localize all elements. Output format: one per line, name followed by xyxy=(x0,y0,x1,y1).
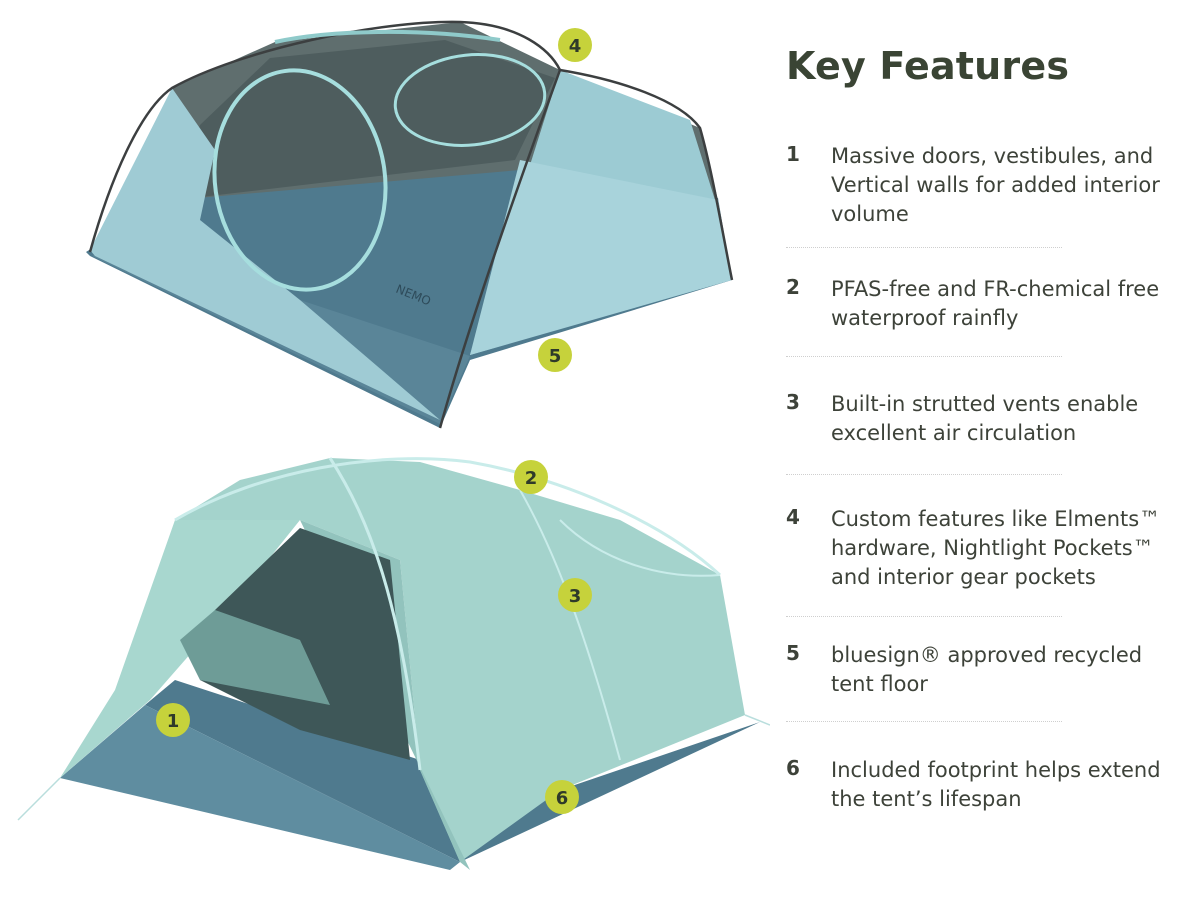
key-features-title: Key Features xyxy=(786,44,1070,88)
tent-rainfly-image xyxy=(17,457,770,870)
feature-divider xyxy=(786,474,1062,475)
feature-number: 2 xyxy=(786,275,800,299)
feature-marker-3: 3 xyxy=(558,578,592,612)
feature-text: bluesign® approved recycled tent floor xyxy=(831,643,1143,696)
feature-number: 6 xyxy=(786,756,800,780)
feature-marker-6: 6 xyxy=(545,780,579,814)
key-features-panel: Key Features 1 Massive doors, vestibules… xyxy=(786,44,1176,811)
tent-body-image: NEMO xyxy=(86,20,734,429)
svg-text:2: 2 xyxy=(525,468,538,489)
feature-divider xyxy=(786,247,1062,248)
feature-marker-4: 4 xyxy=(558,28,592,62)
tent-illustration: NEMO 4 5 2 3 1 xyxy=(17,20,770,870)
feature-text: Included footprint helps extend the tent… xyxy=(831,758,1161,811)
feature-text: Massive doors, vestibules, and Vertical … xyxy=(831,144,1160,226)
feature-divider xyxy=(786,721,1062,722)
svg-text:3: 3 xyxy=(569,586,582,607)
feature-marker-5: 5 xyxy=(538,338,572,372)
feature-divider xyxy=(786,356,1062,357)
feature-number: 5 xyxy=(786,641,800,665)
feature-text: Custom features like Elments™ hardware, … xyxy=(831,507,1161,589)
svg-text:1: 1 xyxy=(167,711,180,732)
feature-text: PFAS-free and FR-chemical free waterproo… xyxy=(831,277,1160,330)
feature-text: Built-in strutted vents enable excellent… xyxy=(831,392,1139,445)
feature-number: 3 xyxy=(786,390,800,414)
feature-marker-2: 2 xyxy=(514,460,548,494)
feature-marker-1: 1 xyxy=(156,703,190,737)
feature-divider xyxy=(786,616,1062,617)
feature-number: 4 xyxy=(786,505,800,529)
svg-text:5: 5 xyxy=(549,346,562,367)
svg-text:4: 4 xyxy=(569,36,582,57)
svg-text:6: 6 xyxy=(556,788,569,809)
feature-number: 1 xyxy=(786,142,800,166)
